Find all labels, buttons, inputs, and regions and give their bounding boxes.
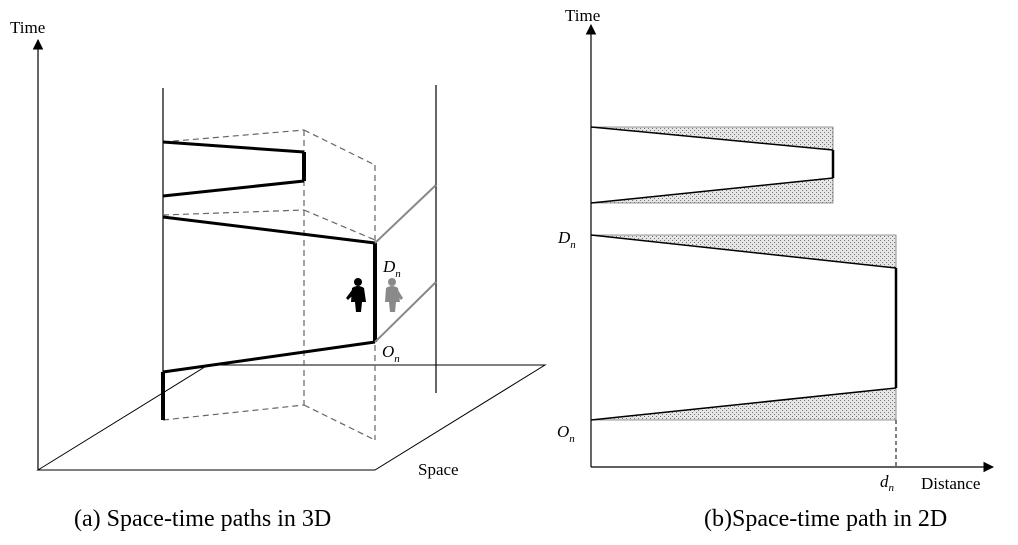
walking-person-shadow-icon xyxy=(385,278,403,312)
panel-a-3d: Time Space xyxy=(10,18,547,532)
space-axis-label: Space xyxy=(418,460,459,479)
space-plane xyxy=(36,364,547,471)
distance-mark-label: dn xyxy=(880,472,895,494)
hatched-regions xyxy=(590,126,897,421)
space-time-path-2d xyxy=(590,126,898,421)
distance-axis-label: Distance xyxy=(921,474,980,493)
connector-lower xyxy=(374,281,437,343)
space-time-path-3d xyxy=(161,140,377,420)
dashed-projection xyxy=(162,129,376,441)
destination-label-3d: Dn xyxy=(382,257,401,280)
time-axis-label-3d: Time xyxy=(10,18,45,37)
origin-label-3d: On xyxy=(382,342,400,365)
panel-b-2d: Time Distance Dn On dn (b)Space-time pat… xyxy=(557,6,995,532)
origin-label-2d: On xyxy=(557,422,575,445)
connector-upper xyxy=(374,184,437,244)
walking-person-icon xyxy=(346,278,366,312)
caption-b: (b)Space-time path in 2D xyxy=(704,506,947,532)
time-axis-label-2d: Time xyxy=(565,6,600,25)
destination-label-2d: Dn xyxy=(557,228,576,251)
caption-a: (a) Space-time paths in 3D xyxy=(74,506,331,532)
